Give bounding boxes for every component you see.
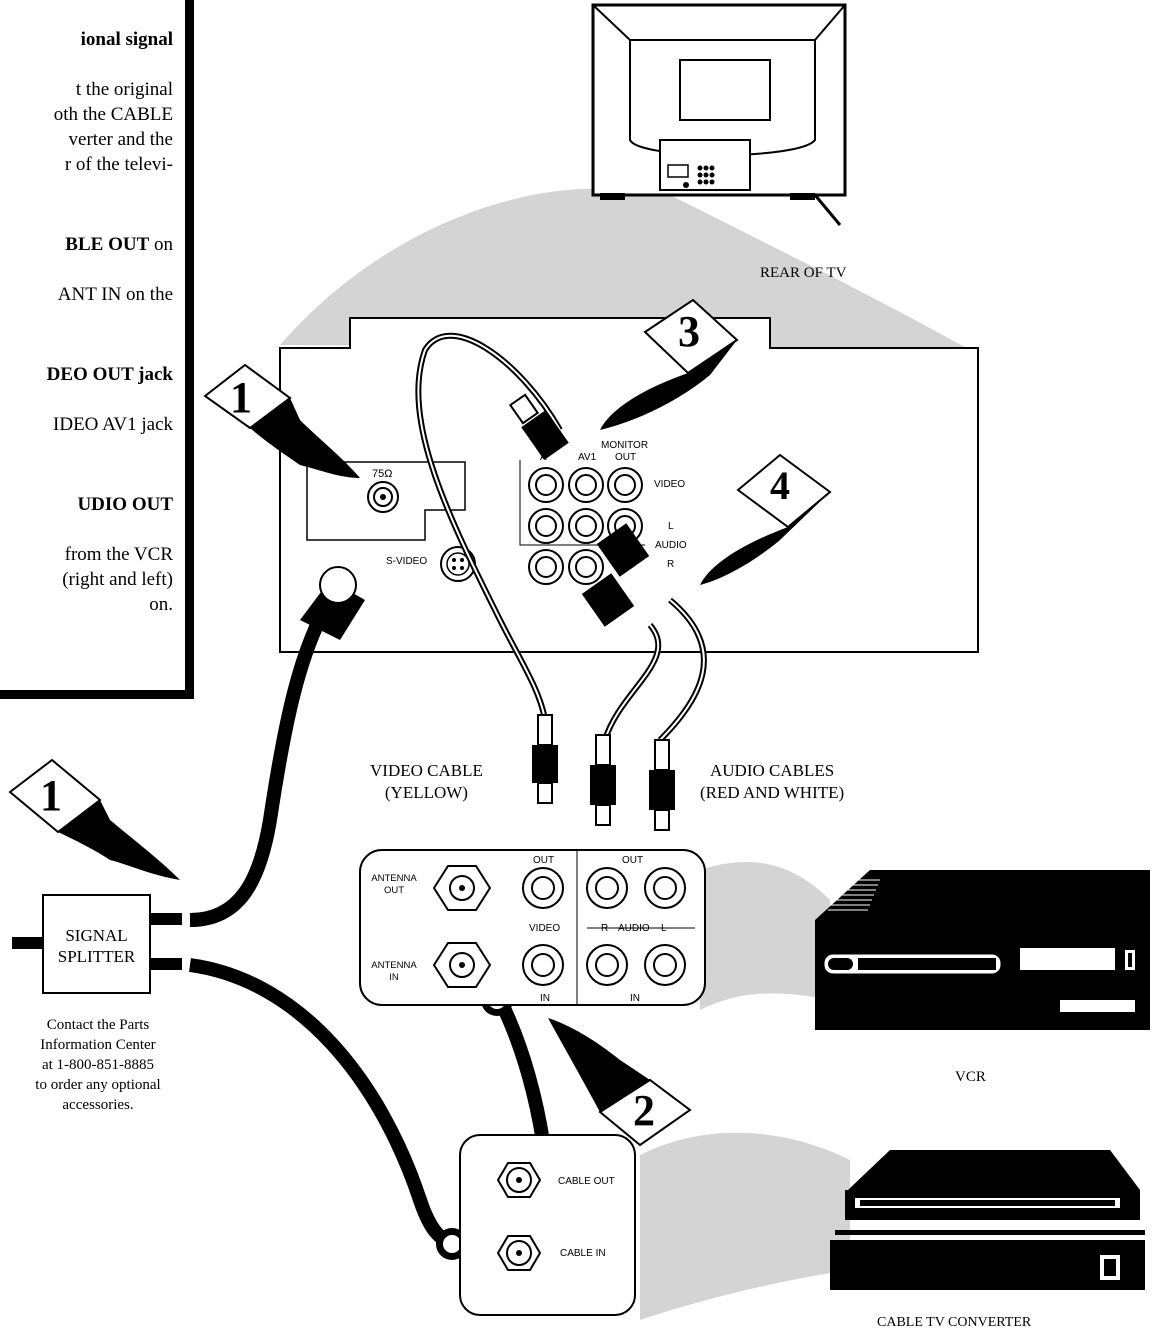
step-1-splitter-pointer xyxy=(10,760,180,880)
vcr-l-label: L xyxy=(661,923,667,934)
converter-back-panel xyxy=(460,1135,635,1315)
step-4-number: 4 xyxy=(770,462,790,509)
audio-cables-caption: AUDIO CABLES (RED AND WHITE) xyxy=(700,760,844,804)
cable-out-label: CABLE OUT xyxy=(558,1176,615,1187)
antenna-cable-splitter-to-tv xyxy=(190,600,330,920)
rca-plug-video xyxy=(532,715,558,803)
vcr-audio-in-label: IN xyxy=(630,993,640,1004)
step-1-number-tv: 1 xyxy=(230,372,252,423)
tv-video-label: VIDEO xyxy=(654,479,685,490)
vcr-callout-shade xyxy=(700,862,830,1010)
video-cable-caption: VIDEO CABLE (YELLOW) xyxy=(370,760,483,804)
tv-audio-label: AUDIO xyxy=(655,540,687,551)
parts-note: Contact the Parts Information Center at … xyxy=(8,1015,188,1115)
tv-l-label: L xyxy=(668,521,674,532)
cable-splitter-to-converter xyxy=(190,965,455,1245)
monitor-label: MONITOR xyxy=(601,440,648,451)
rca-plug-audio-red xyxy=(590,735,616,825)
converter-illustration xyxy=(830,1150,1145,1290)
step-2-number: 2 xyxy=(633,1085,655,1136)
s-video-label: S-VIDEO xyxy=(386,556,427,567)
tv-rear-illustration xyxy=(593,5,845,225)
vcr-audio-label: AUDIO xyxy=(618,923,650,934)
cable-in-label: CABLE IN xyxy=(560,1248,606,1259)
vcr-video-in-label: IN xyxy=(540,993,550,1004)
ohm-label: 75Ω xyxy=(372,468,392,480)
rear-of-tv-caption: REAR OF TV xyxy=(760,262,846,284)
rca-plug-audio-white xyxy=(649,740,675,830)
vcr-caption: VCR xyxy=(955,1066,986,1088)
vcr-video-label: VIDEO xyxy=(529,923,560,934)
antenna-in-label: ANTENNA IN xyxy=(365,960,423,984)
step-3-number: 3 xyxy=(678,306,700,357)
converter-callout-shade xyxy=(640,1133,850,1320)
antenna-out-label: ANTENNA OUT xyxy=(365,873,423,897)
cable-converter-caption: CABLE TV CONVERTER xyxy=(877,1312,1031,1334)
vcr-audio-out-label: OUT xyxy=(622,855,643,866)
jack-row-video xyxy=(529,468,642,502)
step-1-number-splitter: 1 xyxy=(40,770,62,821)
vcr-illustration xyxy=(815,870,1150,1030)
monitor-out-label: OUT xyxy=(615,452,636,463)
av1-label: AV1 xyxy=(578,452,596,463)
a-label: A xyxy=(540,452,547,463)
vcr-video-out-label: OUT xyxy=(533,855,554,866)
splitter-label: SIGNAL SPLITTER xyxy=(43,925,150,967)
tv-r-label: R xyxy=(667,559,674,570)
step-2-pointer xyxy=(548,1018,690,1145)
vcr-r-label: R xyxy=(601,923,608,934)
